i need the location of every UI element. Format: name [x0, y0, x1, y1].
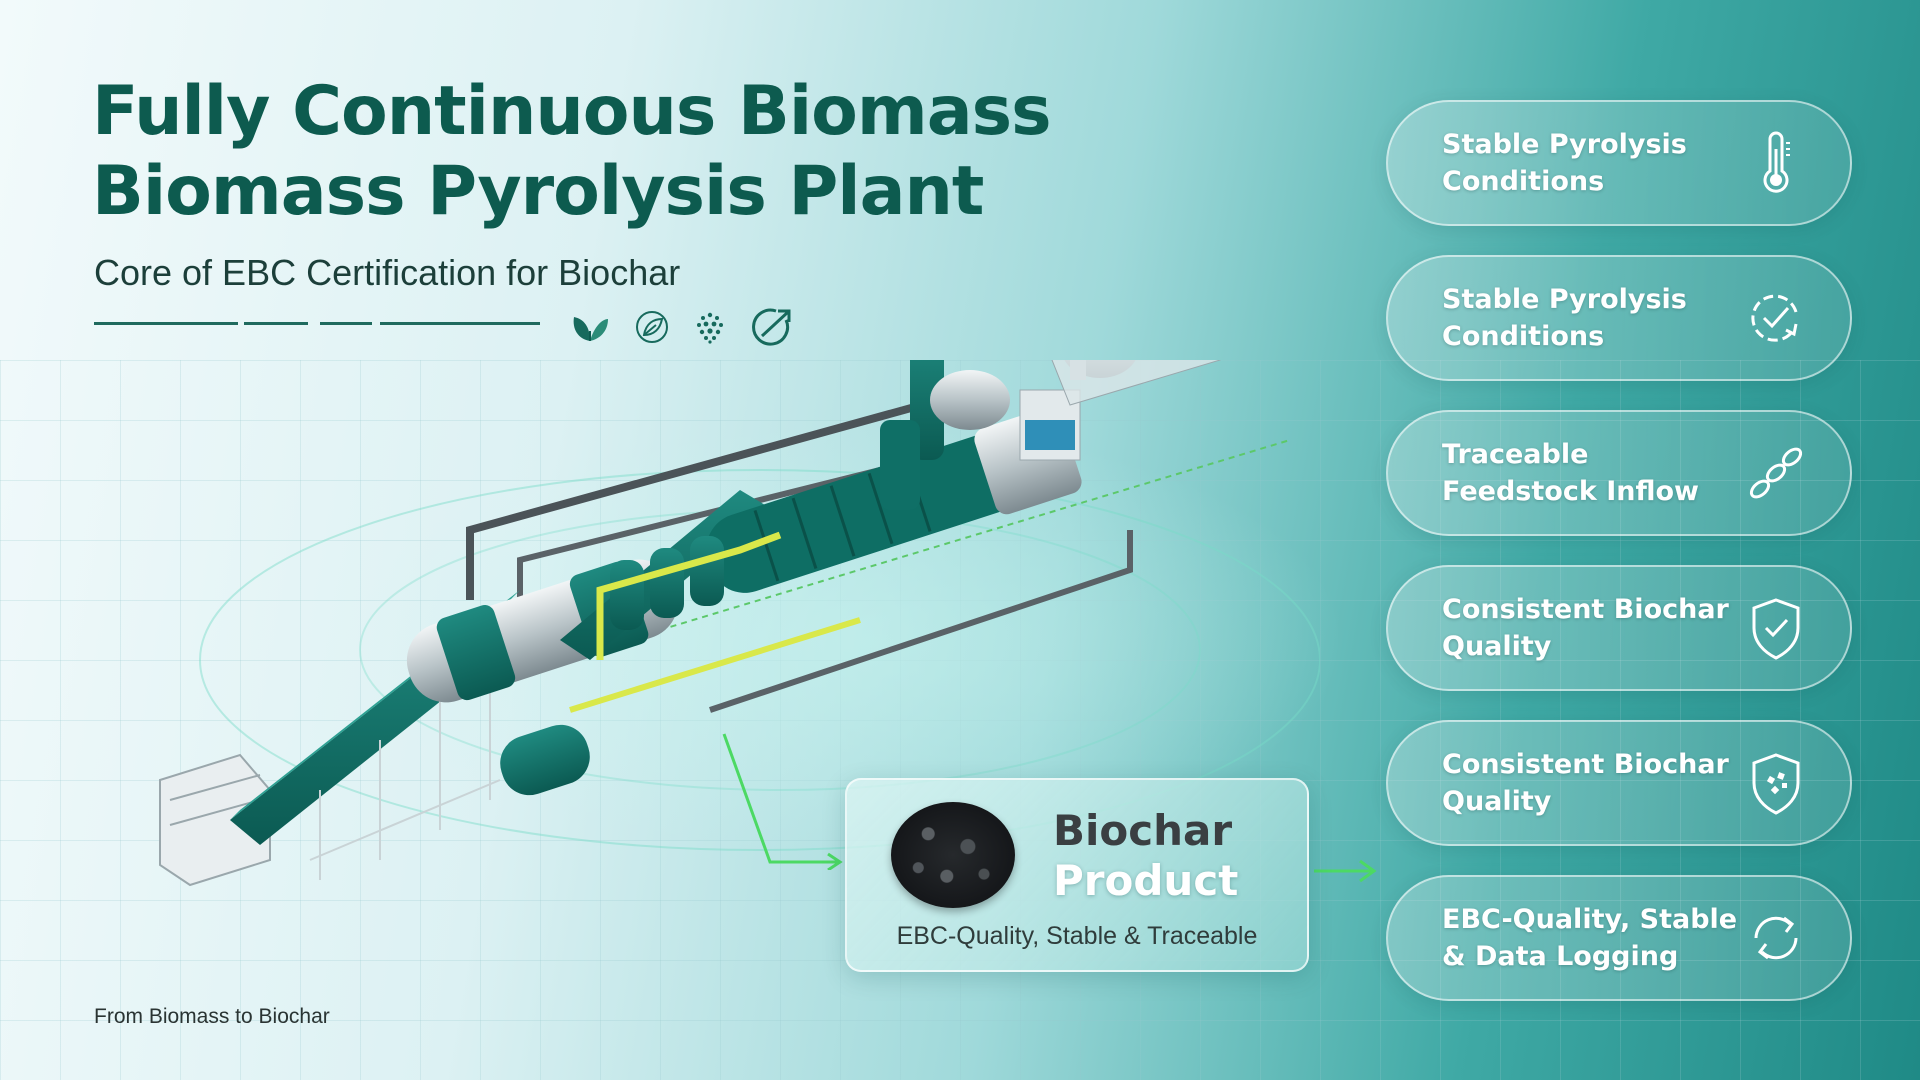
feature-card-1: Stable Pyrolysis Conditions	[1386, 100, 1852, 226]
leaf-icon	[636, 311, 668, 343]
growth-arrow-icon	[752, 308, 791, 346]
refresh-cycle-icon	[1754, 916, 1798, 960]
feature-label: EBC-Quality, Stable & Data Logging	[1442, 904, 1738, 972]
page-title: Fully Continuous Biomass Biomass Pyrolys…	[92, 72, 1052, 232]
leaves-icon	[573, 317, 608, 341]
shield-check-icon	[1752, 598, 1800, 660]
cycle-check-icon	[1751, 294, 1798, 342]
feature-label: Consistent Biochar Quality	[1442, 749, 1729, 817]
flow-arrow-to-features	[1314, 859, 1377, 883]
title-line-2: Biomass Pyrolysis Plant	[92, 152, 984, 231]
feature-label: Consistent Biochar Quality	[1442, 594, 1729, 662]
shield-particles-icon	[1752, 753, 1800, 815]
feature-card-3: Traceable Feedstock Inflow	[1386, 410, 1852, 536]
feature-card-2: Stable Pyrolysis Conditions	[1386, 255, 1852, 381]
biochar-product-panel: Biochar Product EBC-Quality, Stable & Tr…	[845, 778, 1309, 972]
thermometer-icon	[1763, 131, 1790, 193]
title-line-1: Fully Continuous Biomass	[92, 72, 1052, 151]
feature-card-5: Consistent Biochar Quality	[1386, 720, 1852, 846]
feature-label: Stable Pyrolysis Conditions	[1442, 129, 1687, 197]
product-title-line-2: Product	[1053, 856, 1239, 905]
biochar-image	[891, 802, 1015, 908]
flow-arrow-to-product	[722, 733, 843, 870]
feature-label: Traceable Feedstock Inflow	[1442, 439, 1699, 507]
feature-label: Stable Pyrolysis Conditions	[1442, 284, 1687, 352]
product-subtitle: EBC-Quality, Stable & Traceable	[896, 922, 1258, 950]
title-divider	[94, 322, 544, 326]
chain-link-icon	[1749, 447, 1803, 499]
product-title-line-1: Biochar	[1053, 806, 1233, 855]
header-icon-row	[568, 306, 796, 348]
product-title: Biochar Product	[1053, 806, 1238, 906]
feature-card-6: EBC-Quality, Stable & Data Logging	[1386, 875, 1852, 1001]
feature-card-4: Consistent Biochar Quality	[1386, 565, 1852, 691]
footer-caption: From Biomass to Biochar	[94, 1005, 330, 1028]
particles-icon	[697, 312, 723, 344]
page-subtitle: Core of EBC Certification for Biochar	[94, 252, 681, 293]
pyrolysis-plant-illustration	[159, 360, 1320, 887]
